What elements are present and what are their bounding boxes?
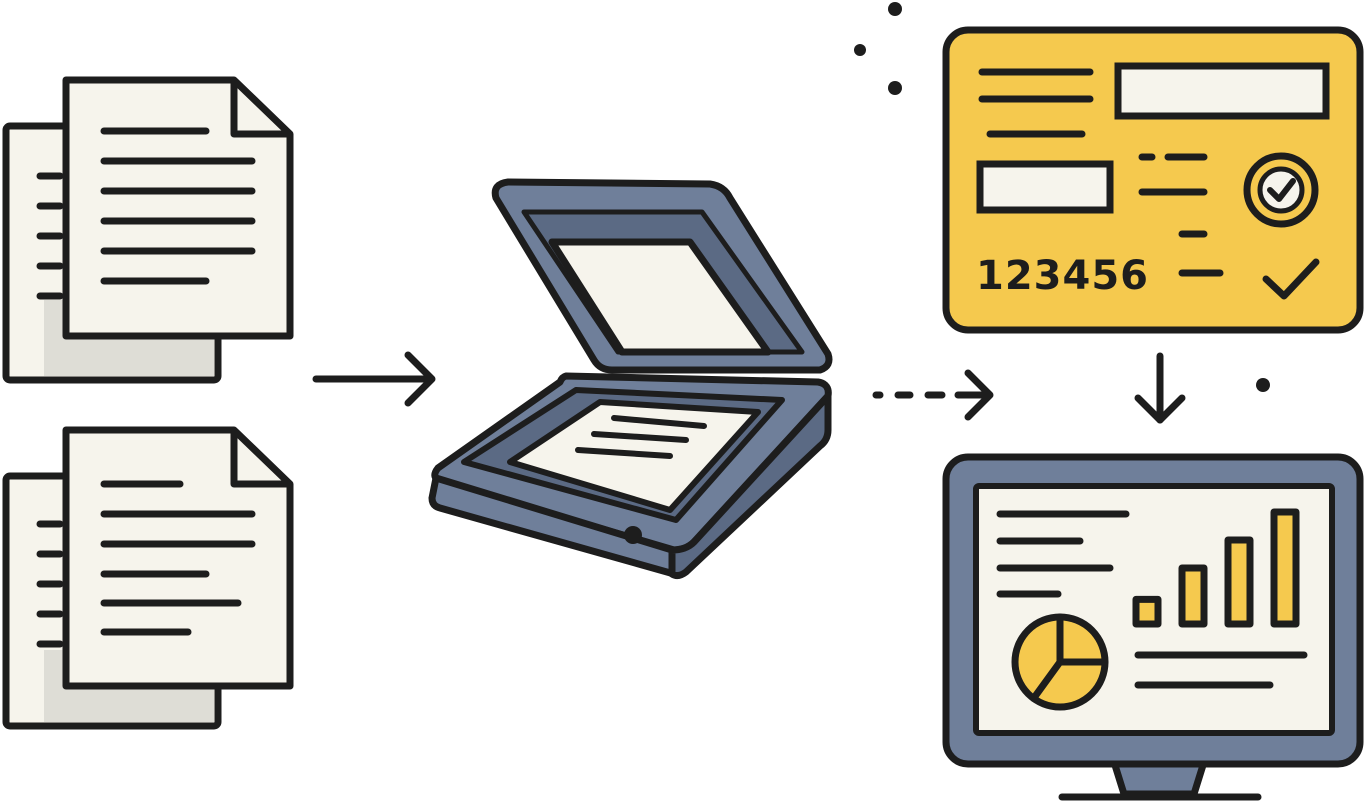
bar-chart-bar	[1132, 595, 1162, 628]
scanner-lid-glass	[548, 238, 772, 356]
pie-chart-icon	[1011, 613, 1109, 711]
scanner-base-front	[428, 474, 678, 578]
document-folded-corner	[230, 430, 290, 488]
screen-text-lines	[996, 510, 1308, 689]
document-stack-top	[2, 76, 294, 384]
checkmark-icon	[1262, 258, 1320, 300]
dashed-arrow-right-icon	[872, 369, 994, 421]
decorative-dots	[854, 2, 1270, 392]
check-circle-icon	[1243, 152, 1319, 228]
arrow-down-icon	[1134, 352, 1186, 424]
document-binder-tabs	[36, 172, 64, 300]
document-stack-bottom	[2, 426, 294, 730]
flatbed-scanner-icon	[428, 178, 833, 580]
form-card-icon: 123456	[942, 26, 1364, 334]
bar-chart-icon	[1132, 508, 1300, 628]
form-text-lines	[978, 68, 1224, 277]
bar-chart-bar	[1178, 564, 1208, 628]
document-text-lines	[100, 127, 256, 285]
arrow-right-icon	[312, 351, 436, 407]
pie-chart-slice-divider	[1030, 658, 1064, 702]
scanner-page-text-lines	[575, 415, 707, 459]
bar-chart-bar	[1270, 508, 1300, 628]
document-front-sheet	[62, 426, 294, 690]
scanner-base-side	[668, 392, 832, 580]
document-folded-corner	[230, 80, 290, 138]
scanner-power-button	[624, 526, 642, 544]
document-front-sheet	[62, 76, 294, 340]
form-input-field-wide	[1114, 62, 1330, 120]
document-text-lines	[100, 480, 256, 636]
document-binder-tabs	[36, 520, 64, 648]
form-extracted-number: 123456	[976, 253, 1149, 299]
monitor-dashboard-icon	[942, 453, 1364, 801]
form-input-field-small	[976, 160, 1114, 214]
bar-chart-bar	[1224, 536, 1254, 628]
